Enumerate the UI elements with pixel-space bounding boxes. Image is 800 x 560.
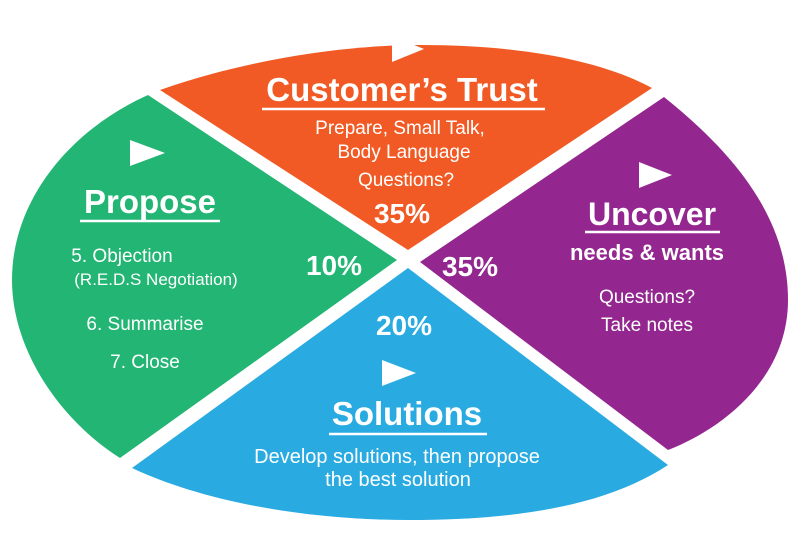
percent-propose: 10%	[306, 250, 362, 281]
propose-item-2: 6. Summarise	[86, 314, 203, 335]
propose-item-3: 7. Close	[110, 352, 180, 373]
step-number-4: 4	[136, 146, 144, 161]
step-flag-2: 2	[639, 162, 672, 188]
uncover-subtitle: needs & wants	[570, 240, 724, 265]
step-flag-3: 3	[382, 360, 416, 386]
percent-customers-trust: 35%	[374, 198, 430, 229]
percent-uncover: 35%	[442, 251, 498, 282]
title-solutions: Solutions	[332, 395, 482, 432]
trust-line-1: Prepare, Small Talk,	[315, 118, 485, 139]
propose-item-1-detail: (R.E.D.S Negotiation)	[74, 270, 237, 289]
percent-solutions: 20%	[376, 310, 432, 341]
step-number-1: 1	[398, 42, 405, 57]
segment-solutions	[132, 268, 668, 520]
step-flag-1: 1	[392, 36, 424, 62]
step-number-3: 3	[388, 366, 395, 381]
uncover-line-2: Take notes	[601, 315, 693, 336]
solutions-line-2: the best solution	[325, 469, 471, 491]
segment-uncover	[420, 97, 788, 450]
solutions-line-1: Develop solutions, then propose	[254, 446, 540, 468]
segment-propose	[12, 95, 397, 458]
trust-line-3: Questions?	[358, 170, 454, 191]
propose-item-1: 5. Objection	[71, 246, 172, 267]
flag-icon	[392, 36, 424, 62]
flag-icon	[130, 140, 165, 166]
trust-line-2: Body Language	[337, 142, 470, 163]
step-number-2: 2	[645, 168, 652, 183]
title-uncover: Uncover	[588, 196, 716, 232]
step-flag-4: 4	[130, 140, 165, 166]
flag-icon	[639, 162, 672, 188]
segment-customers-trust	[160, 45, 652, 250]
flag-icon	[382, 360, 416, 386]
title-propose: Propose	[84, 183, 216, 220]
uncover-line-1: Questions?	[599, 287, 695, 308]
title-customers-trust: Customer’s Trust	[266, 71, 537, 108]
